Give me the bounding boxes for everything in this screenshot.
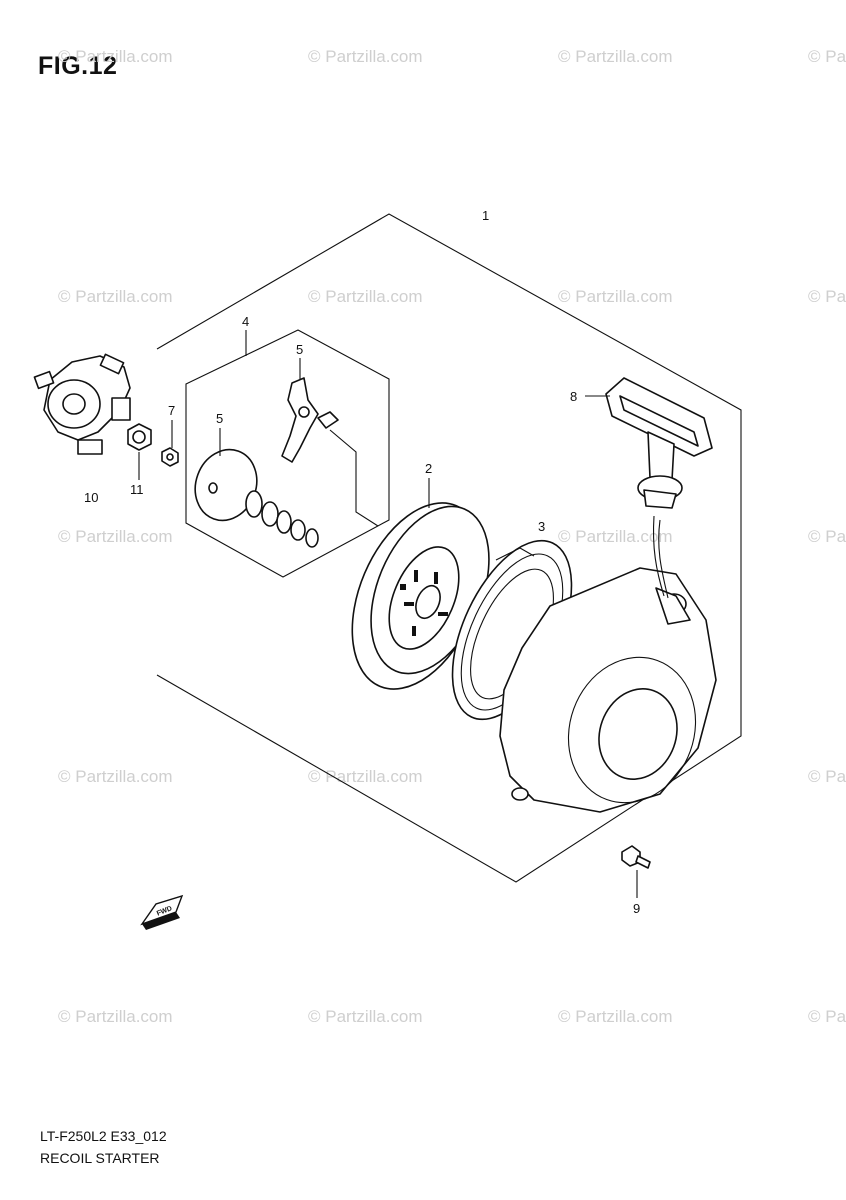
callout-2: 2 xyxy=(425,461,432,476)
callout-4: 4 xyxy=(242,314,249,329)
ratchet-pawl-part-5 xyxy=(281,377,379,527)
forward-arrow-icon: FWD xyxy=(140,894,184,930)
watermark-layer: © Partzilla.com © Partzilla.com © Partzi… xyxy=(58,47,846,1026)
watermark: © Partzilla.com xyxy=(808,287,846,306)
spring-washer-stack xyxy=(245,490,319,548)
watermark: © Partzilla.com xyxy=(808,527,846,546)
watermark: © Partzilla.com xyxy=(308,767,423,786)
starter-handle-part-8 xyxy=(605,377,713,509)
callout-5: 5 xyxy=(216,411,223,426)
watermark: © Partzilla.com xyxy=(558,47,673,66)
starter-rope xyxy=(652,515,669,599)
watermark: © Partzilla.com xyxy=(808,1007,846,1026)
watermark: © Partzilla.com xyxy=(558,1007,673,1026)
callout-7: 7 xyxy=(168,403,175,418)
bolt-part-9 xyxy=(621,845,651,869)
assembly-boundary-1 xyxy=(156,213,742,883)
kit-boundary-4 xyxy=(185,329,390,578)
drive-cup-part-10 xyxy=(33,353,131,455)
watermark: © Partzilla.com xyxy=(58,287,173,306)
callout-10: 10 xyxy=(84,490,98,505)
callout-1: 1 xyxy=(482,208,489,223)
friction-plate-part-5 xyxy=(194,448,258,522)
callout-labels: 1 4 5 7 8 5 2 10 11 3 9 xyxy=(84,208,640,916)
callout-11: 11 xyxy=(130,482,144,497)
callout-3: 3 xyxy=(538,519,545,534)
watermark: © Partzilla.com xyxy=(808,767,846,786)
watermark: © Partzilla.com xyxy=(58,47,173,66)
starter-case xyxy=(499,567,717,813)
callout-9: 9 xyxy=(633,901,640,916)
watermark: © Partzilla.com xyxy=(58,527,173,546)
callout-8: 8 xyxy=(570,389,577,404)
watermark: © Partzilla.com xyxy=(558,287,673,306)
nut-part-11 xyxy=(127,423,152,451)
callout-5: 5 xyxy=(296,342,303,357)
watermark: © Partzilla.com xyxy=(308,287,423,306)
watermark: © Partzilla.com xyxy=(558,527,673,546)
leader-lines xyxy=(138,330,638,898)
nut-part-7 xyxy=(161,447,179,467)
watermark: © Partzilla.com xyxy=(58,767,173,786)
watermark: © Partzilla.com xyxy=(808,47,846,66)
figure-title: FIG.12 xyxy=(38,52,118,80)
drawing-code: LT-F250L2 E33_012 xyxy=(40,1128,167,1144)
watermark: © Partzilla.com xyxy=(308,1007,423,1026)
watermark: © Partzilla.com xyxy=(58,1007,173,1026)
diagram-name: RECOIL STARTER xyxy=(40,1150,160,1166)
watermark: © Partzilla.com xyxy=(308,47,423,66)
